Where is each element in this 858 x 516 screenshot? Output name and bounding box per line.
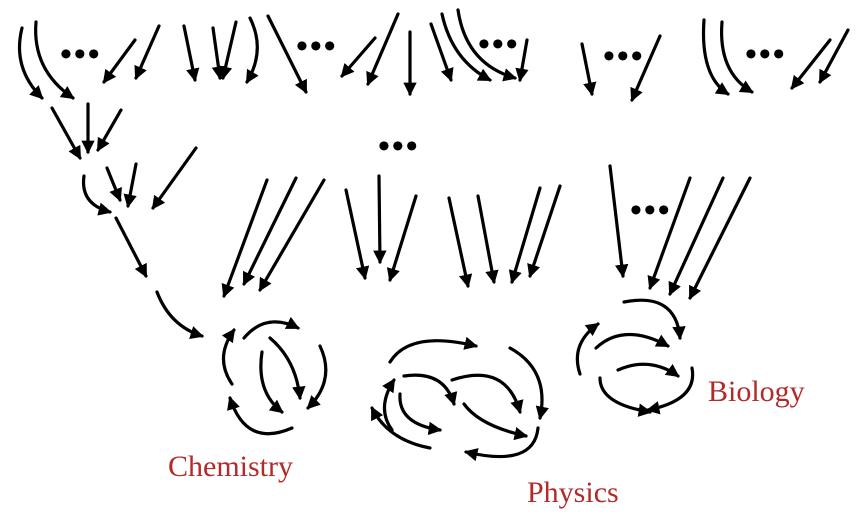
arrow (382, 378, 396, 432)
arrow (151, 146, 198, 210)
ellipsis-middle: ••• (378, 128, 420, 165)
physics-label: Physics (527, 476, 619, 509)
arrow (594, 332, 670, 350)
arrow (258, 178, 326, 292)
arrow (221, 178, 269, 298)
arrow (476, 194, 499, 284)
left-chain-arrows (50, 102, 204, 340)
arrow (344, 188, 370, 280)
arrow (102, 38, 137, 84)
physics-cycle-arrows (370, 336, 549, 462)
arrow (402, 373, 458, 406)
arrow (386, 194, 418, 282)
chemistry-label: Chemistry (168, 450, 293, 483)
biology-input-arrows (608, 164, 752, 300)
arrow (508, 346, 549, 420)
ellipsis-group-2: ••• (296, 28, 338, 65)
arrow (668, 176, 725, 296)
arrow (366, 12, 400, 86)
chemistry-input-arrows (221, 176, 326, 298)
top-row-arrows (17, 8, 850, 102)
arrow (447, 196, 473, 288)
arrow (398, 392, 442, 436)
arrow (134, 24, 161, 80)
arrow (818, 28, 850, 84)
arrow (580, 42, 597, 96)
arrow (647, 176, 692, 290)
arrow (616, 362, 680, 378)
arrow (462, 402, 528, 441)
arrow (268, 336, 306, 401)
arrow (155, 290, 204, 340)
arrow (340, 36, 377, 78)
arrow (266, 14, 308, 94)
arrow (456, 8, 517, 82)
arrow (598, 376, 652, 417)
arrow (34, 20, 75, 100)
arrow (221, 328, 236, 386)
arrow (50, 106, 82, 160)
biology-cycle-arrows (575, 298, 695, 417)
arrow (96, 108, 123, 152)
arrow (227, 396, 294, 436)
arrow (373, 174, 387, 265)
arrow (790, 38, 832, 90)
arrow (242, 176, 298, 286)
biology-label: Biology (708, 375, 805, 408)
arrow (575, 322, 600, 376)
arrow (646, 366, 695, 415)
arrow (527, 184, 562, 278)
arrow (370, 406, 432, 450)
arrow (630, 34, 662, 102)
arrow (388, 336, 478, 364)
arrow (306, 344, 328, 410)
arrow (219, 20, 238, 80)
chemistry-cycle-arrows (221, 316, 328, 436)
arrow (464, 426, 540, 462)
arrow (622, 298, 686, 341)
arrow (211, 26, 226, 80)
arrow (701, 18, 730, 96)
arrow (688, 176, 752, 300)
arrow (114, 216, 148, 278)
arrow (719, 20, 754, 94)
arrow (182, 24, 200, 82)
arrow (515, 38, 529, 82)
ellipsis-group-3: ••• (478, 26, 520, 63)
ellipsis-group-5: ••• (745, 36, 787, 73)
arrow (508, 186, 542, 284)
arrow (123, 162, 138, 208)
ellipsis-group-1: ••• (60, 36, 102, 73)
arrow (259, 350, 284, 414)
arrow (81, 174, 112, 216)
physics-input-arrows (344, 174, 562, 288)
arrow (429, 22, 454, 82)
arrow (608, 164, 629, 279)
ellipsis-group-4: ••• (603, 38, 645, 75)
arrow (440, 12, 492, 82)
arrow (245, 16, 259, 84)
arrow (450, 373, 524, 414)
arrow (242, 316, 300, 340)
arrow (105, 166, 122, 202)
arrow (17, 26, 44, 100)
ellipsis-right: ••• (630, 192, 672, 229)
